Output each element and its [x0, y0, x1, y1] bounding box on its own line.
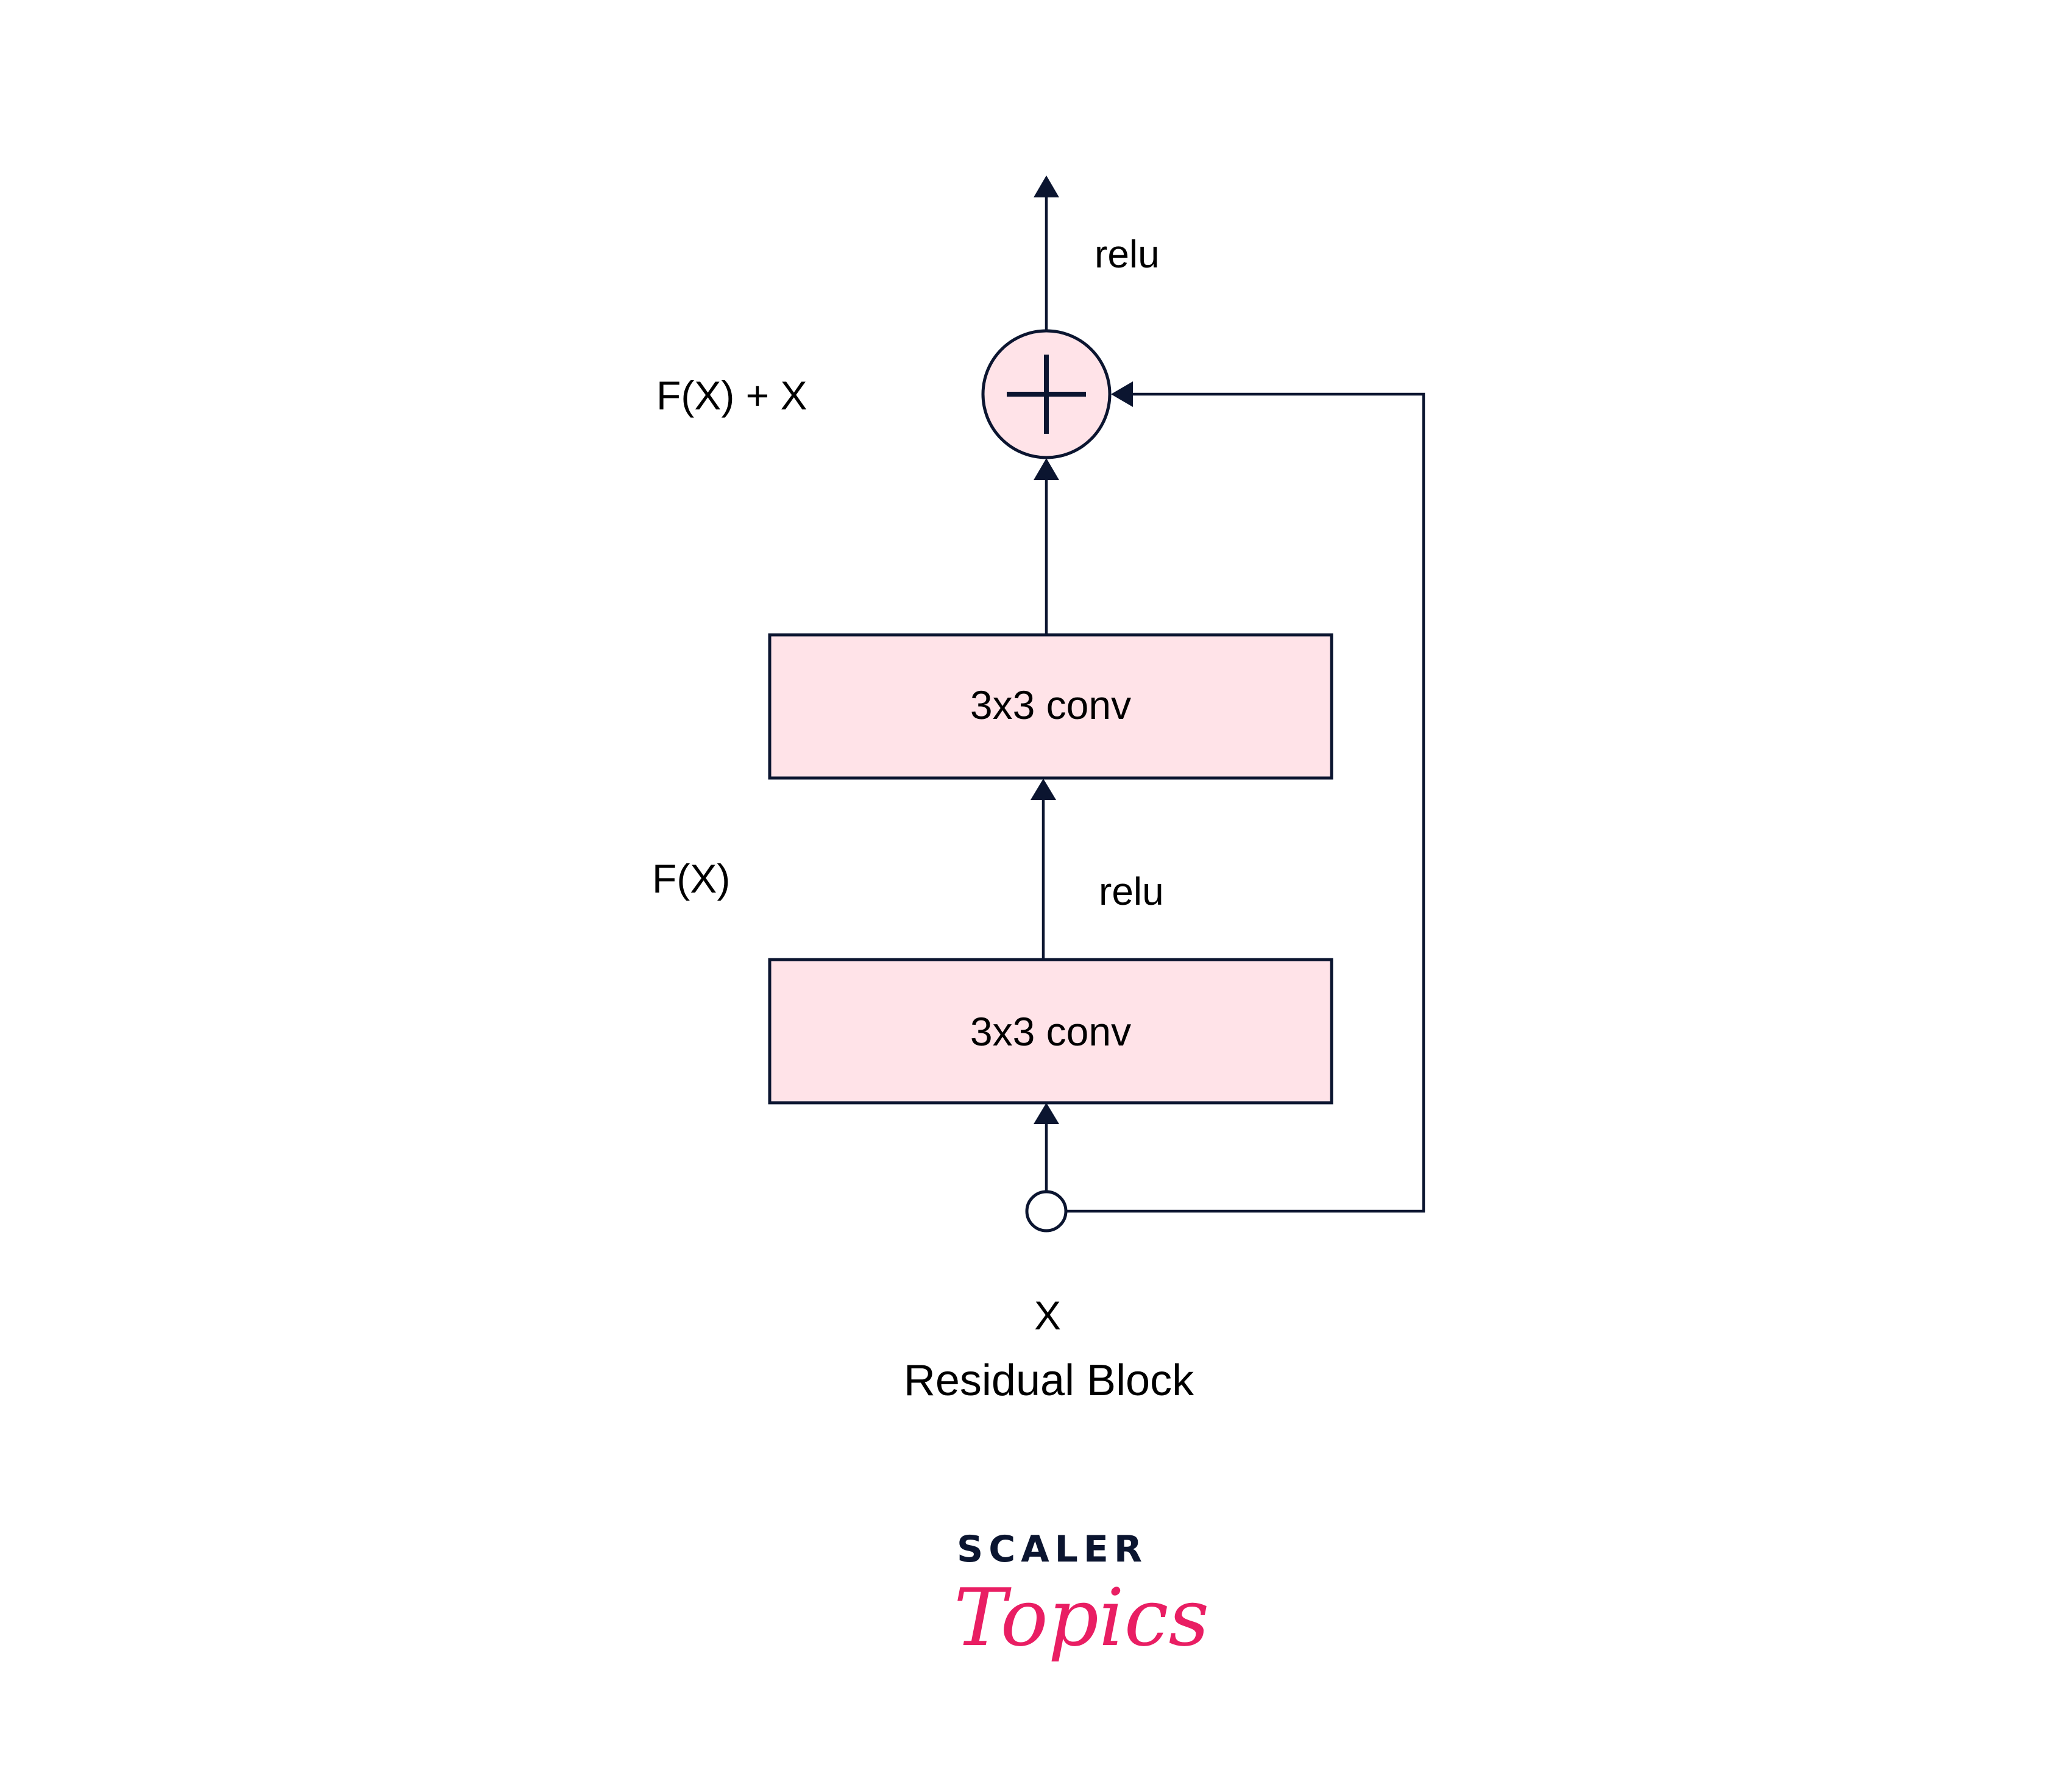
scaler-topics-logo: SCALER Topics: [954, 1528, 1209, 1664]
conv-box-lower: 3x3 conv: [768, 958, 1333, 1105]
residual-label: F(X): [652, 856, 730, 901]
logo-topics-text: Topics: [954, 1571, 1209, 1664]
conv-box-upper-label: 3x3 conv: [970, 682, 1131, 727]
inner-activation-label: relu: [1099, 869, 1164, 913]
sum-node: [981, 329, 1112, 459]
output-arrow-head: [1034, 175, 1059, 197]
diagram-title: Residual Block: [904, 1356, 1194, 1405]
conv1-input-arrow-head: [1034, 1103, 1059, 1124]
sum-label: F(X) + X: [656, 373, 807, 418]
conv2-input-arrow-head: [1031, 779, 1056, 800]
logo-scaler-text: SCALER: [957, 1528, 1148, 1571]
output-activation-label: relu: [1095, 232, 1160, 276]
input-label: X: [1034, 1293, 1061, 1338]
sum-input-arrow-head: [1034, 458, 1059, 480]
input-node: [1025, 1190, 1068, 1233]
conv-box-lower-label: 3x3 conv: [970, 1009, 1131, 1054]
conv-box-upper: 3x3 conv: [768, 633, 1333, 780]
skip-connection-edge: [1066, 392, 1425, 1213]
skip-arrow-head: [1111, 381, 1133, 407]
